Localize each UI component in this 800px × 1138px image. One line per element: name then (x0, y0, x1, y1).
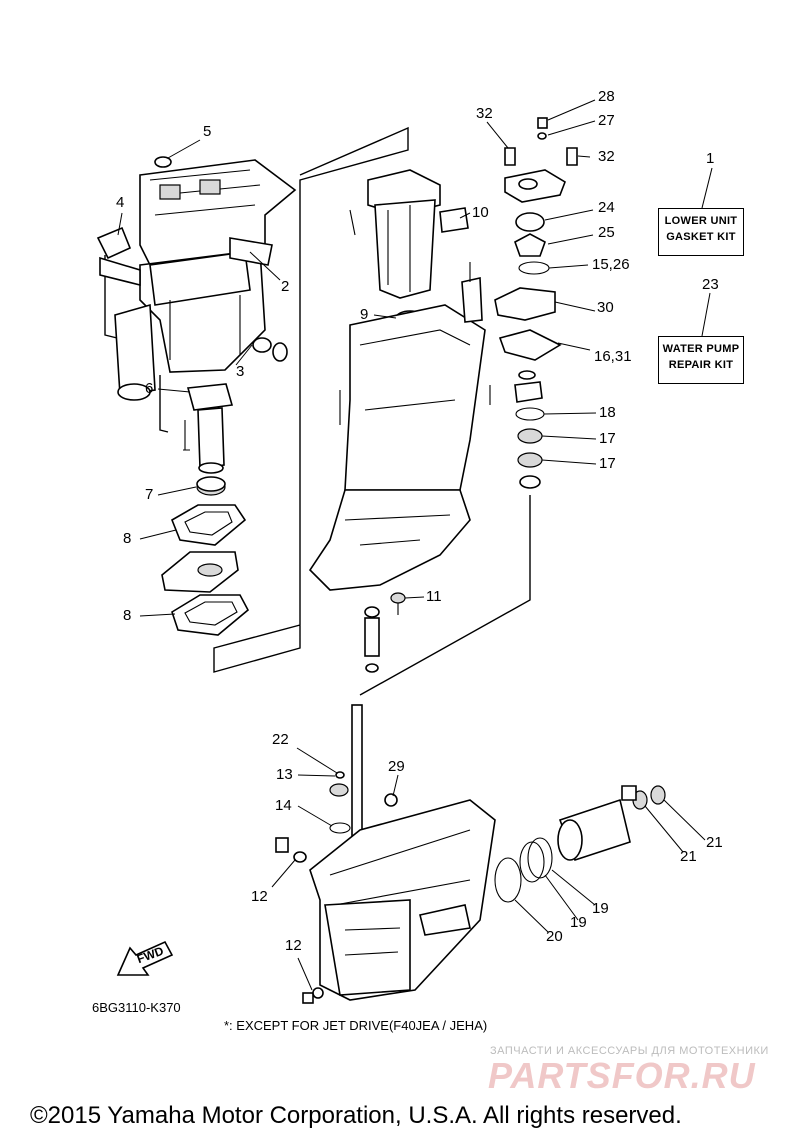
forward-direction-arrow (116, 940, 174, 976)
kit-line: REPAIR KIT (668, 359, 734, 371)
callout-12-upper: 12 (251, 888, 268, 905)
driveshaft-housing (308, 169, 491, 673)
jet-drive-note: *: EXCEPT FOR JET DRIVE(F40JEA / JEHA) (224, 1018, 488, 1033)
callout-13: 13 (276, 766, 293, 783)
callout-23: 23 (702, 276, 719, 293)
callout-7: 7 (145, 486, 154, 503)
kit-line: GASKET KIT (666, 231, 736, 243)
callout-21-right: 21 (706, 834, 723, 851)
kit-line: LOWER UNIT (664, 215, 738, 227)
callout-11: 11 (426, 588, 442, 605)
lower-unit-gasket-kit-box: LOWER UNIT GASKET KIT (658, 208, 744, 256)
callout-4: 4 (116, 194, 125, 211)
callout-19-right: 19 (592, 900, 609, 917)
callout-12-lower: 12 (285, 937, 302, 954)
callout-32-right: 32 (598, 148, 615, 165)
callout-16-31: 16,31 (594, 348, 632, 365)
callout-27: 27 (598, 112, 615, 129)
callout-32-left: 32 (476, 105, 493, 122)
callout-24: 24 (598, 199, 615, 216)
leader-lines (117, 99, 713, 991)
callout-1: 1 (706, 150, 715, 167)
lower-unit-assembly (275, 704, 666, 1004)
callout-19-left: 19 (570, 914, 587, 931)
water-pump-repair-kit-box: WATER PUMP REPAIR KIT (658, 336, 744, 384)
callout-30: 30 (597, 299, 614, 316)
callout-10: 10 (472, 204, 489, 221)
water-pump-assembly (494, 117, 578, 489)
callout-8-upper: 8 (123, 530, 132, 547)
gasket-set (161, 504, 250, 636)
watermark-logo: PARTSFOR.RU (488, 1055, 756, 1096)
callout-9: 9 (360, 306, 369, 323)
callout-3: 3 (236, 363, 245, 380)
kit-line: WATER PUMP (662, 343, 740, 355)
callout-8-lower: 8 (123, 607, 132, 624)
callout-28: 28 (598, 88, 615, 105)
callout-20: 20 (546, 928, 563, 945)
callout-18: 18 (599, 404, 616, 421)
diagram-code: 6BG3110-K370 (92, 1000, 181, 1015)
callout-14: 14 (275, 797, 292, 814)
watermark-tagline: ЗАПЧАСТИ И АКСЕССУАРЫ ДЛЯ МОТОТЕХНИКИ (490, 1045, 769, 1057)
callout-21-left: 21 (680, 848, 697, 865)
callout-5: 5 (203, 123, 212, 140)
callout-15-26: 15,26 (592, 256, 630, 273)
callout-29: 29 (388, 758, 405, 775)
callout-6: 6 (145, 380, 154, 397)
copyright-notice: ©2015 Yamaha Motor Corporation, U.S.A. A… (30, 1102, 682, 1129)
callout-2: 2 (281, 278, 290, 295)
callout-25: 25 (598, 224, 615, 241)
callout-17-upper: 17 (599, 430, 616, 447)
callout-17-lower: 17 (599, 455, 616, 472)
callout-22: 22 (272, 731, 289, 748)
upper-casing-assembly (96, 156, 297, 496)
